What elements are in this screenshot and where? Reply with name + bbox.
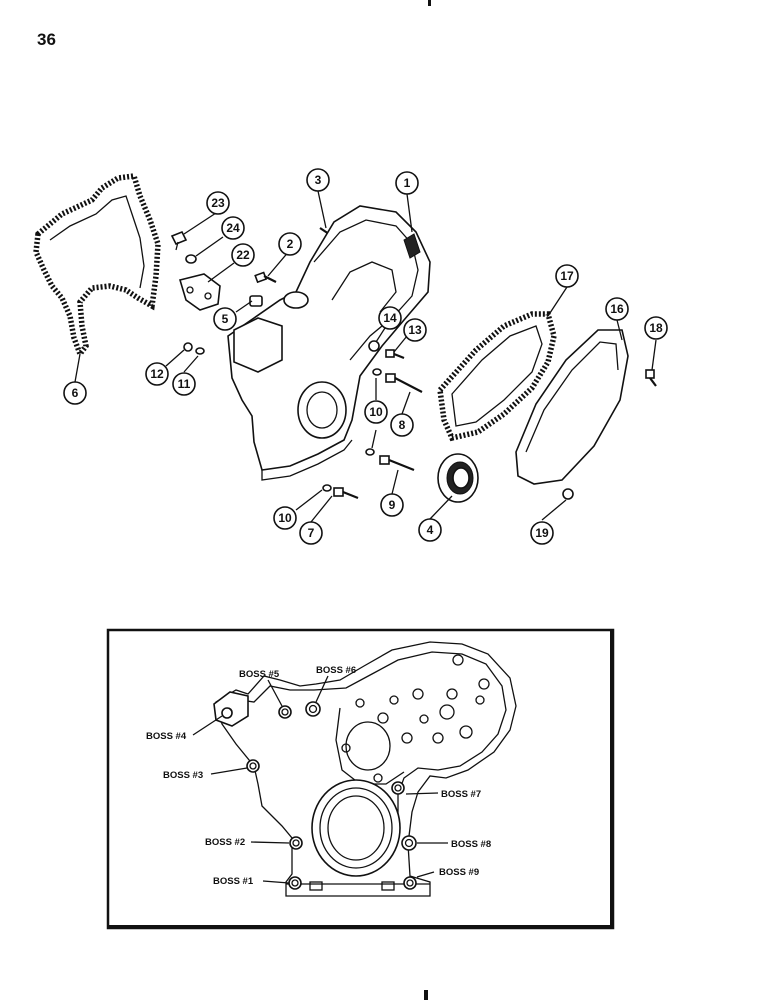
svg-text:11: 11 xyxy=(178,377,191,391)
callout-5: 5 xyxy=(213,307,237,331)
boss-label-5: BOSS #5 xyxy=(239,669,280,680)
svg-text:10: 10 xyxy=(369,405,383,419)
oil-seal-part-4 xyxy=(437,453,479,503)
callout-8: 8 xyxy=(390,413,414,437)
dowel-part-5 xyxy=(249,295,263,307)
svg-text:10: 10 xyxy=(278,511,292,525)
callout-10-lower: 10 xyxy=(273,506,297,530)
callout-16: 16 xyxy=(605,297,629,321)
washer-part-10-lower xyxy=(365,448,375,456)
svg-text:2: 2 xyxy=(287,237,294,251)
leader-lines xyxy=(74,190,657,523)
svg-text:9: 9 xyxy=(389,498,396,512)
callout-17: 17 xyxy=(555,264,579,288)
washer-part-10-bottom xyxy=(322,484,332,492)
boss-label-4: BOSS #4 xyxy=(146,731,187,742)
svg-text:1: 1 xyxy=(404,176,411,190)
svg-text:5: 5 xyxy=(222,312,229,326)
callout-2: 2 xyxy=(278,232,302,256)
nut-part-12 xyxy=(183,342,193,352)
page-number: 36 xyxy=(37,30,56,49)
washer-part-11 xyxy=(195,347,205,355)
boss-label-2: BOSS #2 xyxy=(205,837,245,848)
nut-part-14 xyxy=(368,340,380,352)
callout-23: 23 xyxy=(206,191,230,215)
svg-text:17: 17 xyxy=(560,269,574,283)
boss-labels: BOSS #1 BOSS #2 BOSS #3 BOSS #4 BOSS #5 … xyxy=(146,665,491,887)
callout-9: 9 xyxy=(380,493,404,517)
boss-label-6: BOSS #6 xyxy=(316,665,356,676)
bolt-part-2 xyxy=(254,271,277,284)
boss-label-1: BOSS #1 xyxy=(213,876,254,887)
gasket-part-17 xyxy=(437,311,557,442)
callout-4: 4 xyxy=(418,518,442,542)
boss-circles xyxy=(221,701,417,890)
bottom-register-mark xyxy=(424,990,428,1000)
callout-3: 3 xyxy=(306,168,330,192)
svg-text:13: 13 xyxy=(408,323,422,337)
screw-part-23 xyxy=(170,230,188,251)
svg-text:18: 18 xyxy=(649,321,663,335)
svg-text:4: 4 xyxy=(427,523,434,537)
svg-text:22: 22 xyxy=(236,248,250,262)
gasket-part-6 xyxy=(33,172,161,360)
callout-22: 22 xyxy=(231,243,255,267)
svg-text:14: 14 xyxy=(383,311,397,325)
screw-part-18 xyxy=(645,369,657,387)
inset-boss-diagram: BOSS #1 BOSS #2 BOSS #3 BOSS #4 BOSS #5 … xyxy=(106,628,615,930)
front-cover-part-16 xyxy=(515,329,629,485)
top-register-mark xyxy=(428,0,431,6)
svg-text:8: 8 xyxy=(399,418,406,432)
callout-13: 13 xyxy=(403,318,427,342)
bolt-part-8 xyxy=(385,373,423,393)
svg-text:3: 3 xyxy=(315,173,322,187)
callout-12: 12 xyxy=(145,362,169,386)
callout-10-upper: 10 xyxy=(364,400,388,424)
svg-text:12: 12 xyxy=(150,367,164,381)
callouts: 1 2 3 4 5 6 7 8 9 10 10 11 12 13 14 16 1… xyxy=(63,168,668,545)
timing-cover-part-1 xyxy=(227,205,431,481)
boss-leaders xyxy=(192,675,448,884)
boss-label-3: BOSS #3 xyxy=(163,770,203,781)
svg-text:16: 16 xyxy=(610,302,624,316)
callout-11: 11 xyxy=(172,372,196,396)
bolt-part-9 xyxy=(379,455,415,472)
svg-text:7: 7 xyxy=(308,526,315,540)
callout-14: 14 xyxy=(378,306,402,330)
bolt-part-13 xyxy=(385,349,405,360)
boss-label-9: BOSS #9 xyxy=(439,867,479,878)
svg-text:19: 19 xyxy=(535,526,549,540)
callout-24: 24 xyxy=(221,216,245,240)
callout-7: 7 xyxy=(299,521,323,545)
boss-label-7: BOSS #7 xyxy=(441,789,481,800)
svg-text:6: 6 xyxy=(72,386,79,400)
callout-18: 18 xyxy=(644,316,668,340)
svg-text:23: 23 xyxy=(211,196,225,210)
callout-1: 1 xyxy=(395,171,419,195)
callout-19: 19 xyxy=(530,521,554,545)
boss-label-8: BOSS #8 xyxy=(451,839,491,850)
bracket-part-22 xyxy=(178,273,221,311)
svg-text:24: 24 xyxy=(226,221,240,235)
nut-part-19 xyxy=(562,488,574,500)
washer-part-24 xyxy=(185,254,197,264)
bolt-part-7 xyxy=(333,487,359,500)
callout-6: 6 xyxy=(63,381,87,405)
washer-part-10-upper xyxy=(372,368,382,376)
